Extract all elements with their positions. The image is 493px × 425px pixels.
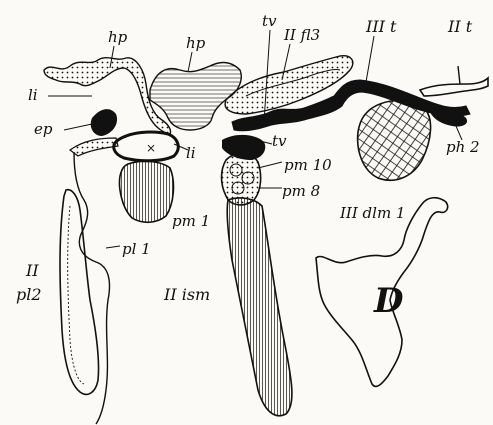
hp-right-fold [150,63,241,130]
pm10-dark [222,135,265,160]
label-II: II [25,261,39,280]
label-IIIt: III t [365,17,397,36]
pl2-tube [60,190,99,395]
label-IIism: II ism [163,285,210,304]
panel-letter: D [373,281,404,321]
leader-ep [64,124,92,130]
label-tv-top: tv [262,12,277,30]
label-pm10: pm 10 [284,156,332,174]
leader-pm10 [258,162,282,168]
label-IIt: II t [447,17,473,36]
IIt-pointer [458,66,460,84]
pl1-line [74,152,110,424]
label-ph2: ph 2 [446,138,480,156]
label-pl1: pl 1 [122,240,151,258]
label-li-mid: li [186,144,196,162]
label-hp-right: hp [186,34,206,52]
label-tv-mid: tv [272,132,287,150]
muscle-IIism [227,198,292,416]
label-ep: ep [34,120,53,138]
ep-band [70,138,118,156]
label-x: × [146,141,156,155]
label-pm8: pm 8 [282,182,320,200]
leader-IIIt [366,36,374,82]
ep-structure [91,109,117,136]
label-IIfl3: II fl3 [283,26,320,44]
label-IIIdlm1: III dlm 1 [339,204,405,222]
leader-pl1 [106,246,120,248]
tendon-IIt [420,78,488,96]
label-li-left: li [28,86,38,104]
label-pl2: pl2 [16,285,42,304]
muscle-IIIdlm1 [358,101,431,181]
muscle-pm1 [120,161,174,222]
label-pm1: pm 1 [172,212,210,230]
leader-hp-right [188,52,192,72]
label-hp-left: hp [108,28,128,46]
